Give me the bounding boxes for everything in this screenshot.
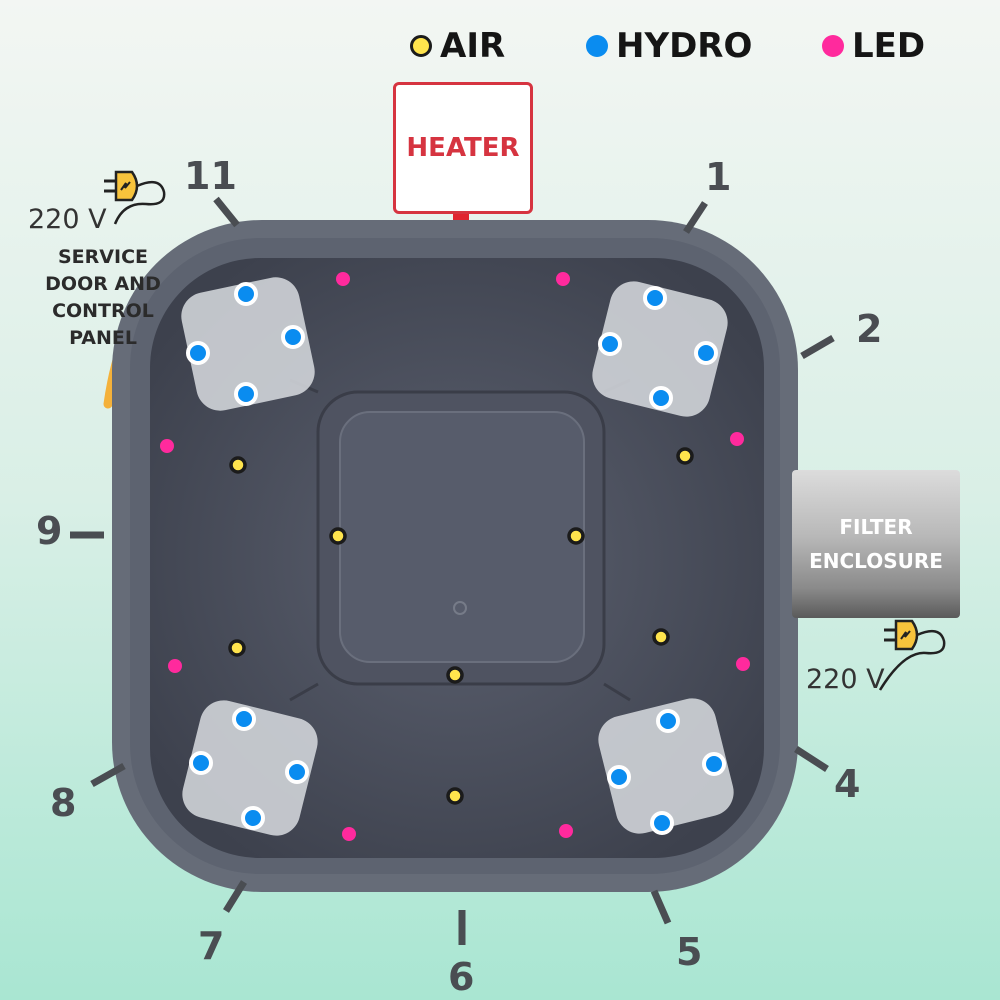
ridge	[603, 682, 631, 702]
air-jet	[446, 666, 464, 684]
legend-hydro: HYDRO	[586, 26, 752, 66]
hydro-jet	[649, 386, 673, 410]
service-line-2: DOOR AND	[45, 273, 161, 295]
hydro-legend-icon	[586, 35, 608, 57]
footwell	[339, 411, 585, 663]
position-2: 2	[856, 307, 883, 351]
tick-8	[90, 762, 126, 788]
air-jet	[329, 527, 347, 545]
tick-11	[213, 196, 240, 228]
position-11: 11	[184, 154, 237, 198]
led-light	[336, 272, 350, 286]
tick-1	[683, 201, 708, 234]
hydro-jet	[234, 382, 258, 406]
tick-2	[800, 334, 835, 360]
voltage-right: 220 V	[806, 664, 885, 695]
hydro-jet	[241, 806, 265, 830]
power-plug-icon-left	[104, 170, 166, 225]
led-legend-icon	[822, 35, 844, 57]
hydro-jet	[643, 286, 667, 310]
service-line-4: PANEL	[69, 327, 137, 349]
hydro-jet	[285, 760, 309, 784]
seat-bottom-right	[598, 698, 734, 834]
drain	[453, 601, 467, 615]
seat-top-right	[592, 281, 728, 417]
led-light	[160, 439, 174, 453]
seat-bottom-left	[182, 700, 318, 836]
led-light	[736, 657, 750, 671]
legend-hydro-label: HYDRO	[616, 26, 753, 66]
heater-box: HEATER	[393, 82, 533, 214]
led-light	[342, 827, 356, 841]
hydro-jet	[650, 811, 674, 835]
air-jet	[228, 639, 246, 657]
filter-label-line2: ENCLOSURE	[809, 549, 943, 573]
hydro-jet	[607, 765, 631, 789]
tick-7	[223, 880, 247, 913]
filter-enclosure: FILTER ENCLOSURE	[792, 470, 960, 618]
led-light	[559, 824, 573, 838]
tick-5	[650, 889, 672, 925]
service-line-3: CONTROL	[52, 300, 154, 322]
hydro-jet	[232, 707, 256, 731]
led-light	[556, 272, 570, 286]
air-jets	[228, 447, 694, 805]
hydro-jet	[656, 709, 680, 733]
legend-led: LED	[822, 26, 925, 66]
legend-air-label: AIR	[440, 26, 506, 66]
hydro-jet	[694, 341, 718, 365]
led-light	[730, 432, 744, 446]
hydro-jet	[281, 325, 305, 349]
service-door-label: SERVICE DOOR AND CONTROL PANEL	[28, 244, 178, 352]
position-4: 4	[834, 762, 861, 806]
air-jet	[229, 456, 247, 474]
service-line-1: SERVICE	[58, 246, 148, 268]
power-plug-icon-right	[878, 619, 946, 691]
led-light	[168, 659, 182, 673]
position-7: 7	[198, 924, 225, 968]
position-5: 5	[676, 930, 703, 974]
seat-top-left	[181, 277, 315, 411]
legend-led-label: LED	[852, 26, 926, 66]
air-jet	[676, 447, 694, 465]
position-9: 9	[36, 509, 63, 553]
heater-label: HEATER	[406, 133, 520, 163]
led-lights	[160, 272, 750, 841]
voltage-left: 220 V	[28, 204, 107, 235]
ridge	[289, 682, 319, 702]
hydro-jet	[189, 751, 213, 775]
air-legend-icon	[410, 35, 432, 57]
hydro-jet	[598, 332, 622, 356]
position-6: 6	[448, 955, 475, 999]
hydro-jet	[234, 282, 258, 306]
tick-4	[794, 746, 829, 772]
position-ticks	[70, 196, 835, 945]
air-jet	[446, 787, 464, 805]
filter-label-line1: FILTER	[839, 515, 913, 539]
hydro-jet	[702, 752, 726, 776]
hydro-jet	[186, 341, 210, 365]
legend-air: AIR	[410, 26, 505, 66]
air-jet	[567, 527, 585, 545]
position-1: 1	[705, 155, 732, 199]
air-jet	[652, 628, 670, 646]
hydro-jets	[186, 282, 726, 835]
position-8: 8	[50, 781, 77, 825]
